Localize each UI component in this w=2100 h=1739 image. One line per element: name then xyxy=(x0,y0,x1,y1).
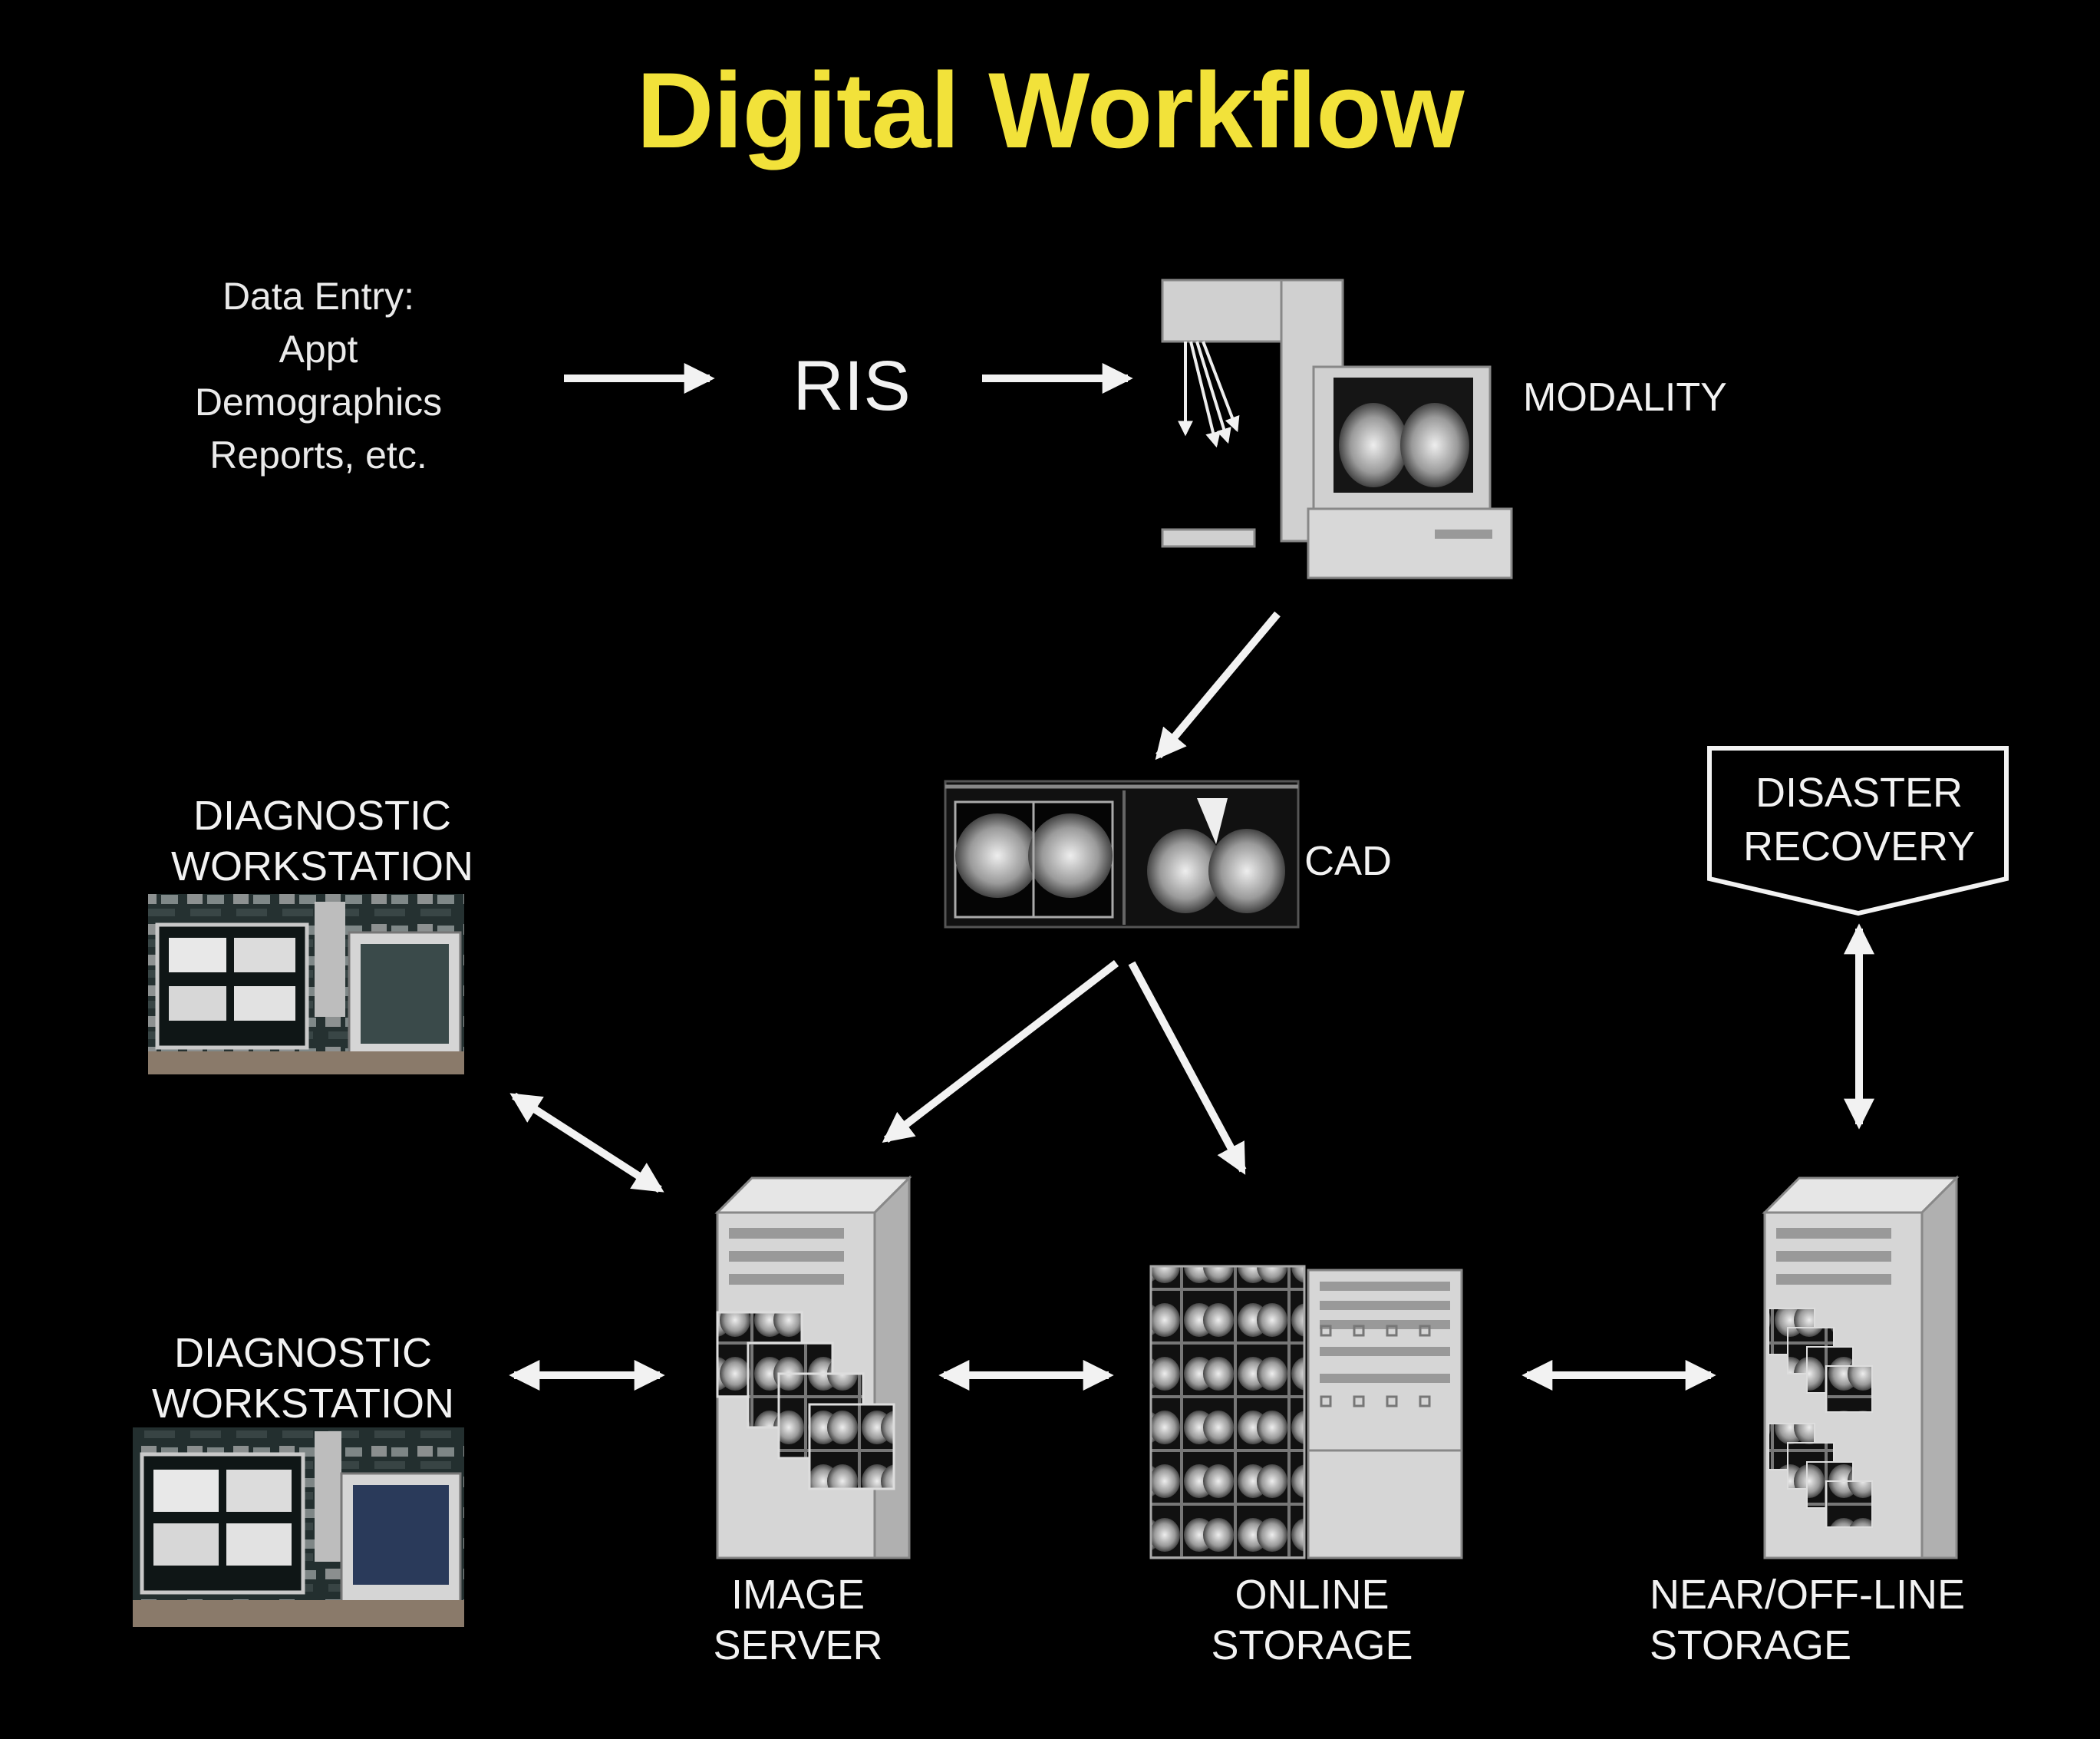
image-server-line-2: SERVER xyxy=(713,1622,883,1668)
data-entry-line-1: Data Entry: xyxy=(222,275,415,318)
diagram-title: Digital Workflow xyxy=(636,50,1464,170)
diagnostic-workstation-2-label: DIAGNOSTIC WORKSTATION xyxy=(73,1328,533,1429)
online-storage-label: ONLINE STORAGE xyxy=(1159,1569,1465,1671)
disaster-recovery-line-2: RECOVERY xyxy=(1742,823,1976,870)
online-storage-icon xyxy=(1149,1265,1463,1559)
modality-label: MODALITY xyxy=(1523,375,1727,420)
data-entry-line-2: Appt xyxy=(279,328,358,371)
diagnostic-workstation-2-line-2: WORKSTATION xyxy=(152,1381,454,1427)
image-server-line-1: IMAGE xyxy=(730,1572,865,1618)
near-offline-storage-icon xyxy=(1762,1175,1960,1559)
diagnostic-workstation-1-label: DIAGNOSTIC WORKSTATION xyxy=(92,790,552,892)
diagnostic-workstation-1-line-1: DIAGNOSTIC xyxy=(193,793,452,839)
cad-label: CAD xyxy=(1304,838,1393,884)
near-offline-storage-line-1: NEAR/OFF-LINE xyxy=(1650,1572,1966,1618)
image-server-icon xyxy=(714,1175,912,1559)
cad-image xyxy=(944,780,1300,929)
diagnostic-workstation-1-line-2: WORKSTATION xyxy=(171,843,473,889)
arrow-cad-to-image-server xyxy=(882,960,1119,1143)
arrow-cad-to-online-storage xyxy=(1128,961,1247,1175)
image-server-label: IMAGE SERVER xyxy=(675,1569,921,1671)
arrow-modality-to-cad xyxy=(1155,611,1281,761)
diagnostic-workstation-photo-1 xyxy=(148,894,464,1074)
online-storage-line-1: ONLINE xyxy=(1235,1572,1390,1618)
disaster-recovery-label: DISASTER RECOVERY xyxy=(1709,766,2009,873)
data-entry-label: Data Entry: Appt Demographics Reports, e… xyxy=(115,270,522,482)
arrow-workstation1-image-server xyxy=(509,1092,664,1193)
modality-icon xyxy=(1161,279,1513,579)
data-entry-line-4: Reports, etc. xyxy=(209,434,427,477)
diagnostic-workstation-2-line-1: DIAGNOSTIC xyxy=(173,1330,433,1376)
online-storage-line-2: STORAGE xyxy=(1211,1622,1413,1668)
diagnostic-workstation-photo-2 xyxy=(133,1427,464,1627)
near-offline-storage-line-2: STORAGE xyxy=(1650,1622,1852,1668)
disaster-recovery-shape xyxy=(1707,746,2009,916)
near-offline-storage-label: NEAR/OFF-LINE STORAGE xyxy=(1650,1569,2049,1671)
ris-label: RIS xyxy=(793,347,911,425)
disaster-recovery-line-1: DISASTER xyxy=(1755,770,1963,816)
data-entry-line-3: Demographics xyxy=(194,381,443,424)
